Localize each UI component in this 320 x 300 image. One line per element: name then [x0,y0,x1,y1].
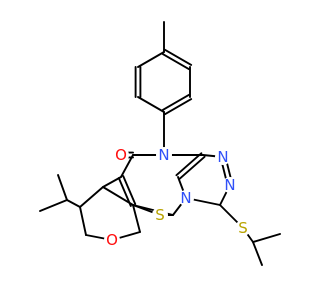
atom-label-n5: N [217,148,228,166]
bond-23 [102,176,122,188]
atom-label-s10: S [155,206,165,224]
bond-30 [66,199,81,208]
bond-26 [79,206,87,236]
double-bond-11-b [178,155,206,180]
atom-bg-s10 [152,207,168,223]
bond-1 [137,51,165,68]
bond-36 [252,241,263,266]
bond-29 [132,204,141,233]
atom-label-s11: S [238,219,248,237]
double-bond-4-a [164,98,193,116]
atom-bg-n6 [222,177,238,193]
atom-bg-n5 [215,149,231,165]
atom-label-o1: O [115,146,127,164]
atom-bg-n9 [178,190,194,206]
bond-13 [120,154,134,178]
double-bond-6-b [161,53,190,71]
double-bond-11-a [175,152,203,177]
bond-24 [102,186,134,206]
atom-label-n9: N [180,189,191,207]
double-bond-14-a [117,176,132,207]
bond-31 [39,199,68,212]
atom-bg-o12 [104,232,120,248]
atom-label-n4: N [158,146,169,164]
bond-35 [252,233,281,243]
double-bond-4-b [161,93,190,111]
bond-32 [57,174,68,201]
atom-label-n6: N [224,176,235,194]
atom-label-o12: O [106,231,118,249]
atom-bg-s11 [235,220,251,236]
double-bond-14-b [122,175,137,206]
bond-25 [79,186,104,208]
bond-3 [137,96,165,113]
atom-bg-n4 [156,147,172,163]
double-bond-6-a [164,48,193,66]
atom-bg-o1 [113,147,129,163]
